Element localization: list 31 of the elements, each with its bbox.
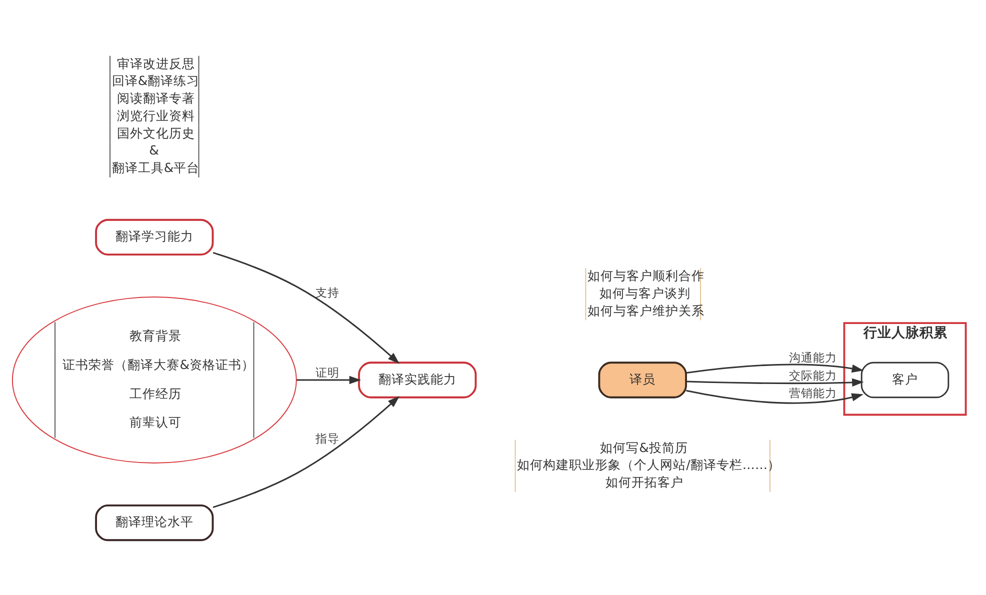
- label: 如何与客户顺利合作: [588, 268, 705, 283]
- node-label: &: [149, 142, 159, 158]
- label: 如何与客户维护关系: [588, 302, 705, 318]
- arrow: [686, 378, 864, 386]
- node-box: 翻译学习能力: [95, 218, 214, 256]
- arrow: [686, 363, 864, 374]
- arrow: [212, 251, 400, 364]
- node-box: 翻译实践能力: [358, 361, 477, 398]
- label: 如何写&投简历: [600, 439, 688, 454]
- edge-label: 证明: [316, 365, 340, 380]
- node-ellipse: 教育背景 证书荣誉（翻译大赛&资格证书） 工作经历 前辈认可: [12, 296, 297, 463]
- arrow: [686, 389, 864, 404]
- node-box: 译员: [598, 361, 687, 398]
- arrow: [212, 396, 400, 508]
- node-label: 回译&翻译练习: [112, 72, 200, 88]
- node-label: 浏览行业资料: [117, 107, 196, 122]
- edge-label: 营销能力: [788, 385, 837, 400]
- node-box: 翻译理论水平: [95, 504, 214, 541]
- edge-label: 交际能力: [788, 368, 837, 382]
- node-label: 阅读翻译专著: [117, 90, 196, 106]
- node-label: 翻译工具&平台: [112, 160, 200, 175]
- edge-label: 沟通能力: [788, 350, 837, 364]
- label: 如何开拓客户: [605, 474, 684, 490]
- label: 如何构建职业形象（个人网站/翻译专栏……）: [517, 456, 780, 472]
- node-box: 客户: [860, 361, 950, 398]
- node-label: 审译改进反思: [117, 55, 196, 70]
- arrow: [296, 375, 362, 384]
- edge-label: 支持: [316, 285, 340, 300]
- edge-label: 指导: [316, 430, 340, 445]
- label: 如何与客户谈判: [600, 284, 691, 300]
- node-label: 国外文化历史: [117, 124, 196, 140]
